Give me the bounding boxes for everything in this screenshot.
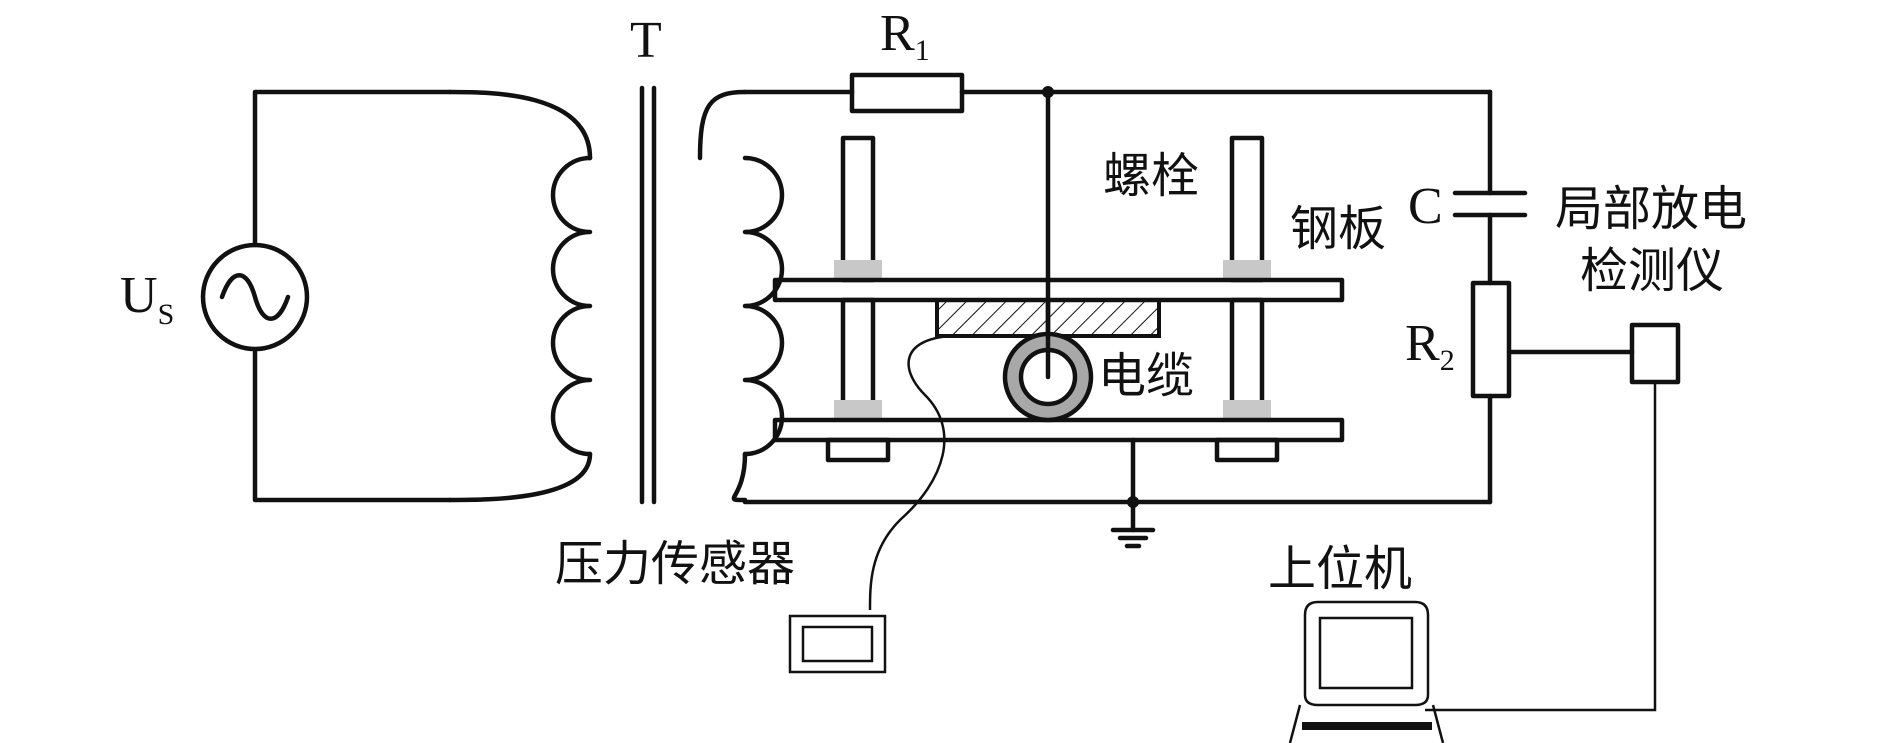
pressure-sensor-label: 压力传感器 <box>555 536 795 592</box>
sensor-lead-wire <box>868 334 951 611</box>
pd-detector-box <box>1629 322 1681 385</box>
primary-circuit <box>252 89 453 503</box>
detector-to-host-wire <box>1425 382 1657 712</box>
r2-label: R2 <box>1405 315 1455 377</box>
bolt-right <box>1214 135 1280 463</box>
bolt-label: 螺栓 <box>1103 148 1199 204</box>
r1-label: R1 <box>880 5 930 67</box>
transformer-core <box>639 85 657 505</box>
ac-source-symbol <box>200 242 310 352</box>
junction-node-top <box>1042 86 1054 98</box>
steel-plate-top <box>772 277 1345 303</box>
capacitor-c <box>1452 190 1528 218</box>
pressure-readout-device <box>788 614 887 674</box>
source-label: US <box>120 267 174 331</box>
resistor-r1 <box>849 72 965 114</box>
resistor-r2 <box>1470 280 1512 399</box>
transformer-secondary-winding <box>697 89 785 503</box>
steel-plate-bottom <box>772 417 1345 443</box>
capacitor-label: C <box>1408 178 1443 235</box>
host-computer-label: 上位机 <box>1268 541 1412 597</box>
host-computer-icon <box>1288 600 1445 743</box>
transformer-primary-winding <box>447 89 593 503</box>
pd-detector-label-line2: 检测仪 <box>1580 243 1724 299</box>
transformer-label: T <box>630 12 662 69</box>
ground-symbol <box>1110 437 1156 549</box>
pd-detector-label-line1: 局部放电 <box>1555 181 1747 237</box>
steel-plate-label: 钢板 <box>1290 201 1386 257</box>
cable-label: 电缆 <box>1098 348 1194 404</box>
